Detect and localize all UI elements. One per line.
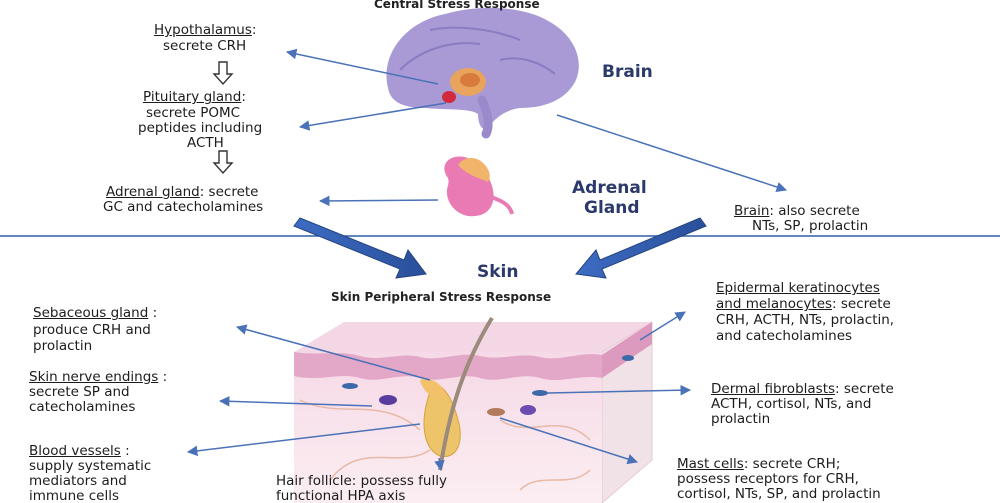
- peripheral-title: Skin Peripheral Stress Response: [331, 290, 552, 304]
- vessels-text-3: immune cells: [29, 488, 120, 503]
- mast-heading: Mast cells: secrete CRH;: [677, 456, 841, 472]
- epidermal-text-1: CRH, ACTH, NTs, prolactin,: [716, 312, 895, 328]
- peripheral-arrows: [186, 311, 692, 472]
- adrenal-text: GC and catecholamines: [103, 199, 264, 215]
- brain-note-heading: Brain: also secrete: [734, 203, 860, 219]
- skin-label: Skin: [477, 262, 519, 282]
- epidermal-text-2: and catecholamines: [716, 328, 853, 344]
- nerve-heading: Skin nerve endings :: [29, 369, 168, 385]
- hypothalamus-heading: Hypothalamus:: [154, 22, 257, 38]
- follicle-text-2: functional HPA axis: [276, 488, 406, 503]
- brain-illustration: [386, 7, 579, 139]
- pituitary-heading: Pituitary gland:: [143, 89, 246, 105]
- pituitary-text-2: peptides including: [138, 120, 263, 136]
- central-arrows: [285, 48, 787, 207]
- brain-note-text: NTs, SP, prolactin: [752, 218, 869, 234]
- sebaceous-heading: Sebaceous gland :: [33, 305, 158, 321]
- adrenal-label-line2: Gland: [584, 198, 640, 218]
- big-arrows: [293, 217, 707, 279]
- nerve-text-2: catecholamines: [29, 399, 136, 415]
- vessels-text-2: mediators and: [29, 473, 127, 489]
- adrenal-label-line1: Adrenal: [572, 178, 647, 198]
- fibroblasts-text-1: ACTH, cortisol, NTs, and: [711, 396, 872, 412]
- vessels-heading: Blood vessels :: [29, 443, 130, 459]
- epidermal-heading-1: Epidermal keratinocytes: [716, 280, 880, 296]
- adrenal-illustration: [444, 156, 514, 217]
- sebaceous-text-2: prolactin: [33, 338, 93, 354]
- pituitary-text-1: secrete POMC: [146, 105, 241, 121]
- follicle-text-1: Hair follicle: possess fully: [276, 473, 447, 489]
- sebaceous-text-1: produce CRH and: [33, 322, 151, 338]
- hollow-down-arrows: [212, 61, 234, 175]
- pituitary-text-3: ACTH: [187, 135, 224, 151]
- mast-text-2: cortisol, NTs, SP, and prolactin: [677, 486, 881, 502]
- central-title: Central Stress Response: [374, 0, 540, 11]
- vessels-text-1: supply systematic: [29, 458, 152, 474]
- hypothalamus-text: secrete CRH: [163, 38, 247, 54]
- fibroblasts-heading: Dermal fibroblasts: secrete: [711, 381, 894, 397]
- brain-label: Brain: [602, 62, 653, 82]
- nerve-text-1: secrete SP and: [29, 384, 130, 400]
- skin-illustration: [294, 316, 653, 503]
- adrenal-heading: Adrenal gland: secrete: [106, 184, 259, 200]
- mast-text-1: possess receptors for CRH,: [677, 471, 859, 487]
- epidermal-heading-2: and melanocytes: secrete: [716, 296, 891, 312]
- fibroblasts-text-2: prolactin: [711, 411, 771, 427]
